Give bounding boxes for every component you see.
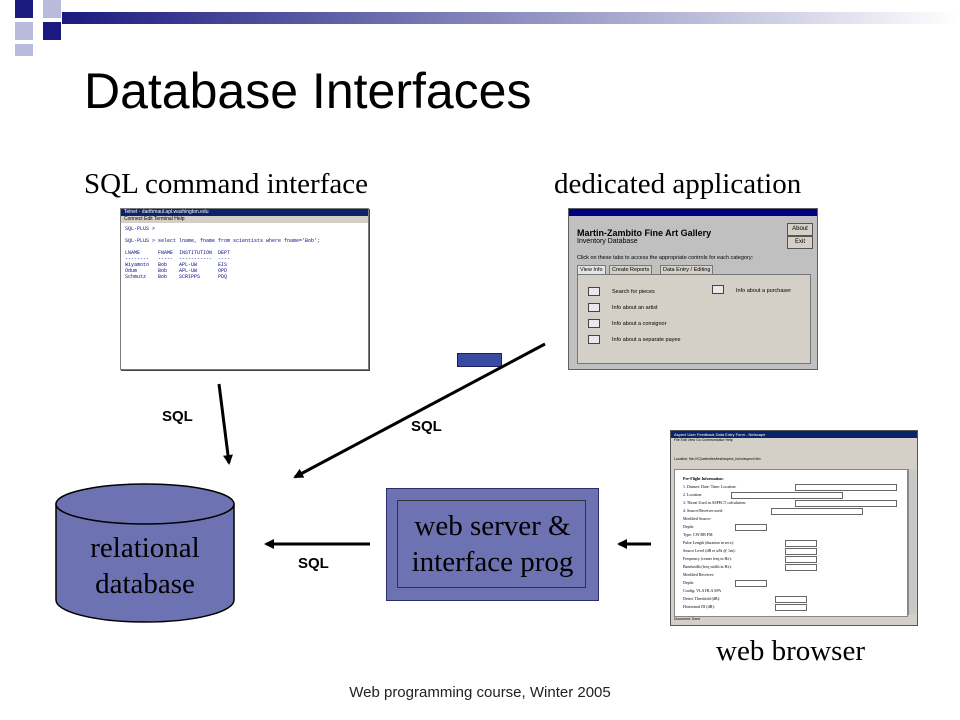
app-instructions: Click on these tabs to access the approp…: [577, 255, 754, 261]
form-line: Horizontal DI (dB):: [683, 604, 715, 609]
database-label-line: database: [95, 568, 195, 600]
payee-icon[interactable]: [588, 335, 600, 344]
form-line: 3. Threat Used in ASPECT calculation:: [683, 500, 746, 505]
sql-label: SQL: [298, 555, 329, 572]
form-field[interactable]: [771, 508, 863, 515]
web-server-inner-frame: [397, 500, 586, 588]
form-field[interactable]: [795, 500, 897, 507]
form-line: 2. Location:: [683, 492, 703, 497]
sql-label: SQL: [411, 418, 442, 435]
about-button[interactable]: About: [787, 223, 813, 236]
purchaser-icon[interactable]: [712, 285, 724, 294]
browser-menubar: File Edit View Go Communicator Help: [674, 438, 733, 442]
app-subheading: Inventory Database: [577, 238, 638, 245]
web-browser-window: Aspect User Feedback Data Entry Form - N…: [670, 430, 918, 626]
database-label: relational database: [56, 530, 234, 602]
terminal-output: SQL-PLUS > SQL-PLUS > select lname, fnam…: [125, 226, 321, 280]
terminal-titlebar: Telnet - darthmaul.apl.washington.edu: [121, 209, 368, 216]
browser-address-bar[interactable]: Location: file:///C|/websites/test/aspec…: [674, 457, 761, 461]
form-field[interactable]: [785, 564, 817, 571]
exit-button[interactable]: Exit: [787, 236, 813, 249]
tab-create-reports[interactable]: Create Reports: [609, 265, 653, 275]
form-field[interactable]: [735, 580, 767, 587]
header-decoration: [15, 0, 960, 56]
form-line: Modified Source:: [683, 516, 712, 521]
form-line: Detect Threshold (dB):: [683, 596, 721, 601]
form-line: Modified Receiver:: [683, 572, 715, 577]
form-field[interactable]: [775, 604, 807, 611]
web-server-label-line: interface prog: [411, 546, 574, 578]
app-panel: Search for pieces Info about an artist I…: [577, 274, 811, 364]
form-field[interactable]: [735, 524, 767, 531]
form-line: Pre-Flight Information:: [683, 476, 724, 481]
gallery-item-label: Info about a purchaser: [736, 288, 792, 294]
web-server-label: web server & interface prog: [386, 508, 599, 580]
form-line: Config: VLA HLA SPA: [683, 588, 722, 593]
form-line: 4. Source/Receiver used:: [683, 508, 723, 513]
dedicated-app-label: dedicated application: [554, 168, 802, 200]
browser-status: Document: Done: [674, 617, 701, 621]
form-line: Depth:: [683, 524, 694, 529]
form-field[interactable]: [785, 548, 817, 555]
terminal-menubar: Connect Edit Terminal Help: [121, 216, 368, 223]
artist-icon[interactable]: [588, 303, 600, 312]
form-line: Pulse Length (duration in secs):: [683, 540, 734, 545]
form-field[interactable]: [775, 596, 807, 603]
gallery-item-label: Info about an artist: [612, 305, 658, 311]
consignor-icon[interactable]: [588, 319, 600, 328]
form-line: 1. Dataset: Date: Time: Location:: [683, 484, 737, 489]
form-field[interactable]: [785, 556, 817, 563]
form-field[interactable]: [785, 540, 817, 547]
web-browser-label: web browser: [716, 635, 865, 667]
tab-data-entry[interactable]: Data Entry / Editing: [660, 265, 714, 275]
form-field[interactable]: [731, 492, 843, 499]
form-line: Bandwidth (freq width in Hz):: [683, 564, 732, 569]
arrow-terminal-to-db: [217, 383, 233, 465]
form-line: Source Level (dB re uPa @ 1m):: [683, 548, 736, 553]
app-titlebar: [569, 209, 817, 216]
browser-scrollbar[interactable]: [908, 469, 916, 615]
slide-footer: Web programming course, Winter 2005: [349, 684, 611, 701]
browser-titlebar: Aspect User Feedback Data Entry Form - N…: [671, 431, 917, 438]
gallery-app-window: Martin-Zambito Fine Art Gallery Inventor…: [568, 208, 818, 370]
sql-terminal-window: Telnet - darthmaul.apl.washington.edu Co…: [120, 208, 369, 370]
gallery-item-label: Info about a separate payee: [612, 337, 681, 343]
gallery-item-label: Info about a consignor: [612, 321, 667, 327]
form-line: Type: CW BB FM: [683, 532, 713, 537]
gallery-item-label: Search for pieces: [612, 289, 655, 295]
blue-marker: [457, 353, 502, 367]
browser-toolbar: [671, 443, 917, 456]
sql-label: SQL: [162, 408, 193, 425]
search-icon[interactable]: [588, 287, 600, 296]
sql-command-label: SQL command interface: [84, 168, 368, 200]
database-cylinder: [55, 483, 235, 623]
app-heading: Martin-Zambito Fine Art Gallery: [577, 228, 712, 238]
browser-page: Pre-Flight Information: 1. Dataset: Date…: [674, 469, 908, 617]
slide-title: Database Interfaces: [84, 63, 532, 119]
web-server-label-line: web server &: [414, 510, 571, 542]
form-line: Depth:: [683, 580, 694, 585]
form-field[interactable]: [795, 484, 897, 491]
tab-view-info[interactable]: View Info: [577, 265, 606, 275]
form-line: Frequency (center freq in Hz):: [683, 556, 732, 561]
database-label-line: relational: [90, 532, 200, 564]
